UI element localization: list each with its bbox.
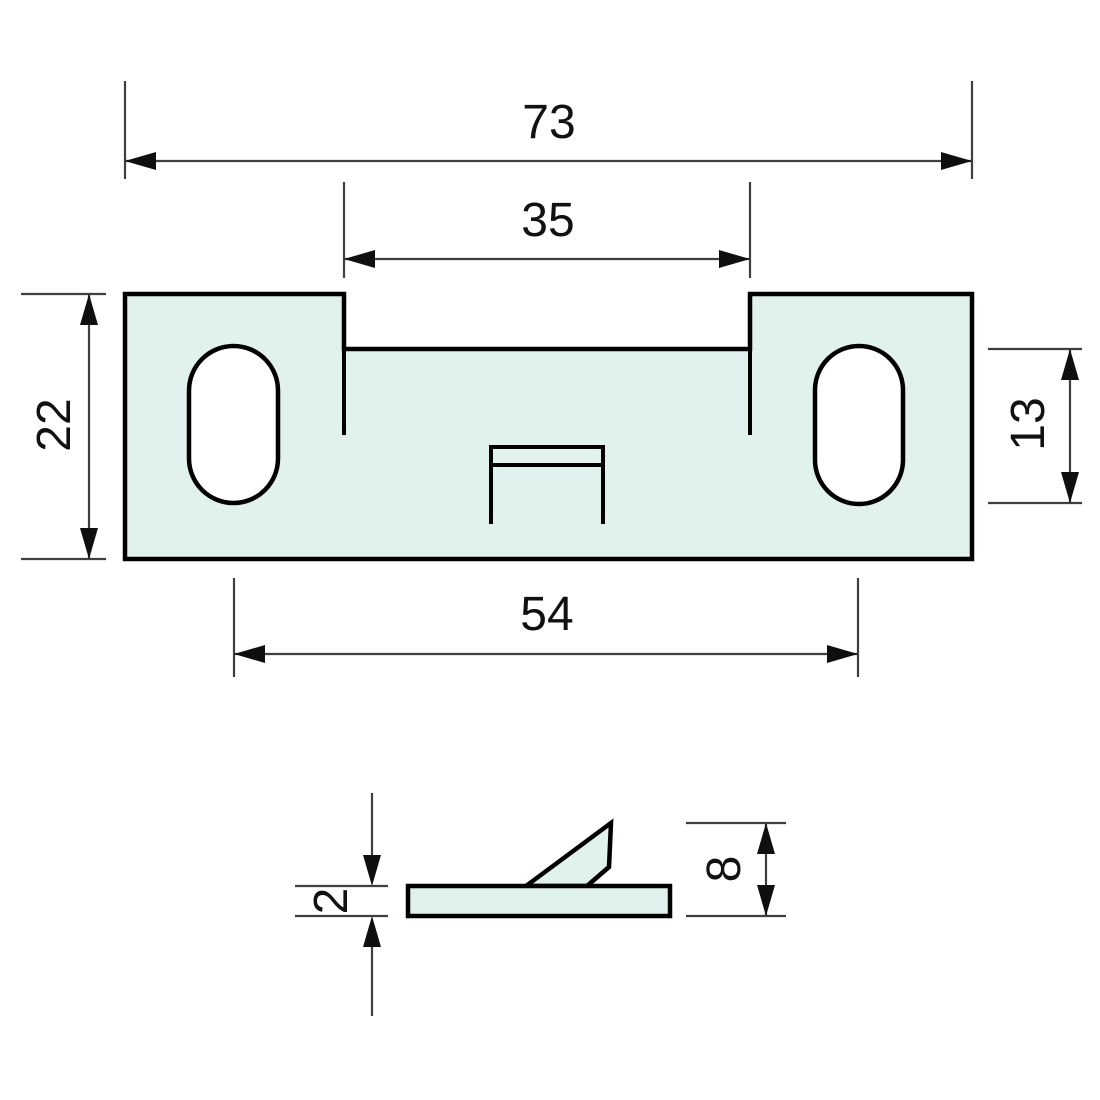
- arrowhead-up: [1061, 349, 1079, 380]
- slot-left: [186, 343, 281, 506]
- arrowhead-right: [719, 250, 750, 268]
- dim-label-2: 2: [305, 888, 358, 915]
- dim-tab-height: 8: [686, 821, 786, 918]
- arrowhead-up: [757, 823, 775, 854]
- arrowhead-left: [125, 152, 156, 170]
- dim-slot-height: 13: [988, 347, 1082, 505]
- side-plate: [405, 883, 673, 919]
- arrowhead-down: [363, 855, 381, 886]
- arrowhead-up: [80, 294, 98, 325]
- arrowhead-down: [757, 885, 775, 916]
- dim-label-13: 13: [1002, 397, 1055, 450]
- bent-tab-top-view: [489, 445, 605, 524]
- arrowhead-up: [363, 916, 381, 947]
- dim-label-73: 73: [522, 96, 575, 149]
- slot-right: [812, 343, 906, 507]
- dim-label-8: 8: [698, 856, 751, 883]
- arrowhead-down: [80, 528, 98, 559]
- dim-label-22: 22: [28, 398, 81, 451]
- arrowhead-right: [941, 152, 972, 170]
- side-view: [405, 818, 673, 919]
- dim-label-54: 54: [520, 588, 573, 641]
- arrowhead-right: [827, 645, 858, 663]
- dim-plate-thickness: 2: [295, 793, 388, 1016]
- dim-slot-spacing: 54: [232, 578, 860, 677]
- dimensions: 73 35 22 13: [21, 81, 1082, 1016]
- side-bent-tab: [519, 818, 614, 889]
- arrowhead-down: [1061, 472, 1079, 503]
- dim-overall-height: 22: [21, 292, 106, 561]
- arrowhead-left: [344, 250, 375, 268]
- dim-notch-width: 35: [342, 182, 752, 278]
- top-view: [122, 291, 975, 562]
- plate-outline: [122, 291, 975, 562]
- arrowhead-left: [234, 645, 265, 663]
- dim-label-35: 35: [521, 194, 574, 247]
- dim-overall-width: 73: [123, 81, 974, 179]
